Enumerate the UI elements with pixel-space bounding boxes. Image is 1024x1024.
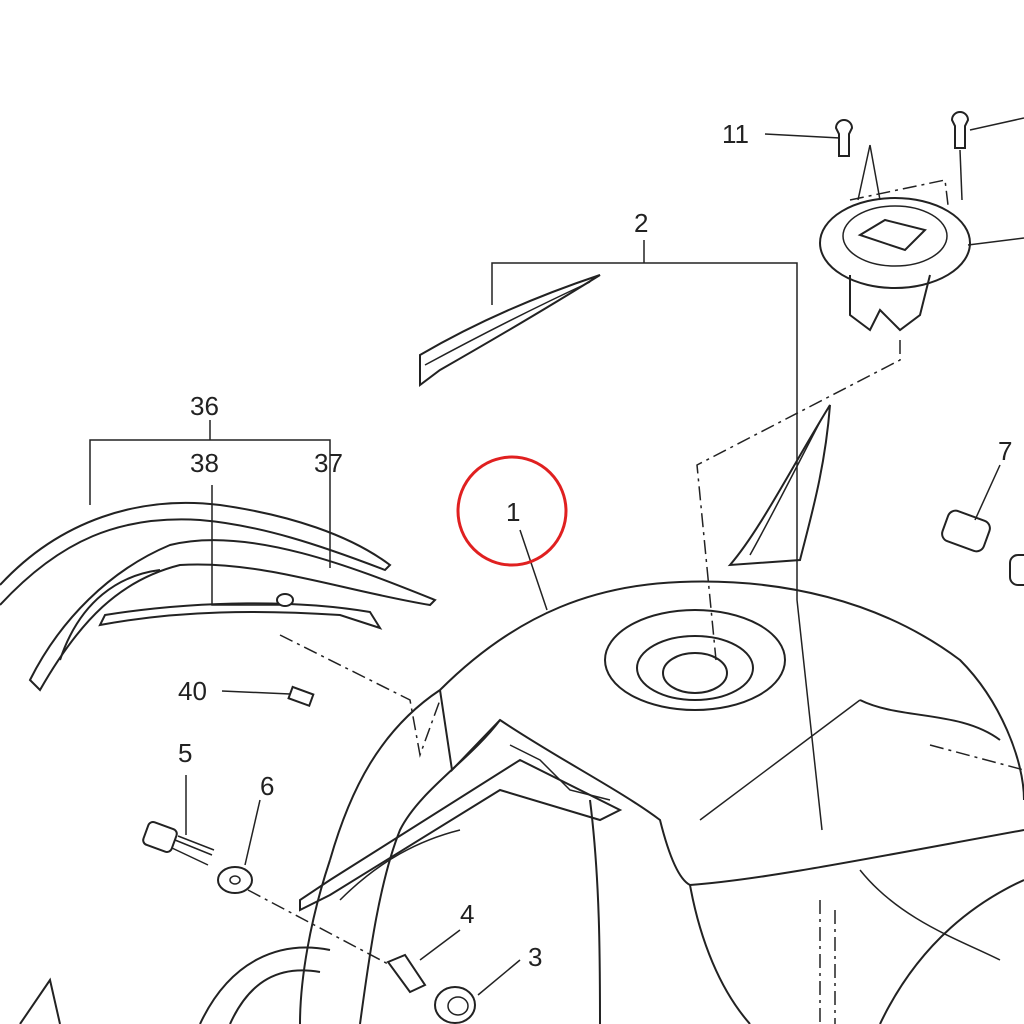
callout-6[interactable]: 6 — [260, 771, 274, 801]
callout-5[interactable]: 5 — [178, 738, 192, 768]
callout-4[interactable]: 4 — [460, 899, 474, 929]
callout-1[interactable]: 1 — [506, 497, 520, 527]
callout-7[interactable]: 7 — [998, 436, 1012, 466]
leader-lines — [89, 117, 1024, 1024]
callout-3[interactable]: 3 — [528, 942, 542, 972]
callout-38[interactable]: 38 — [190, 448, 219, 478]
part-7-damper[interactable] — [940, 508, 1024, 586]
callout-labels: 11 2 36 38 37 1 7 40 5 6 4 3 — [178, 119, 1012, 972]
decal-2[interactable] — [419, 274, 831, 567]
side-graphic-set[interactable] — [0, 501, 437, 708]
part-3-grommet[interactable] — [434, 986, 476, 1024]
callout-40[interactable]: 40 — [178, 676, 207, 706]
fuel-tank[interactable] — [19, 580, 1024, 1024]
callout-11[interactable]: 11 — [722, 119, 749, 149]
callout-36[interactable]: 36 — [190, 391, 219, 421]
part-6-washer[interactable] — [217, 866, 253, 894]
highlight-circle — [456, 455, 568, 567]
fuel-cap-assembly[interactable] — [819, 111, 971, 332]
callout-2[interactable]: 2 — [634, 208, 648, 238]
callout-37[interactable]: 37 — [314, 448, 343, 478]
part-4-clip[interactable] — [386, 953, 427, 994]
part-5-bolt[interactable] — [142, 821, 215, 866]
